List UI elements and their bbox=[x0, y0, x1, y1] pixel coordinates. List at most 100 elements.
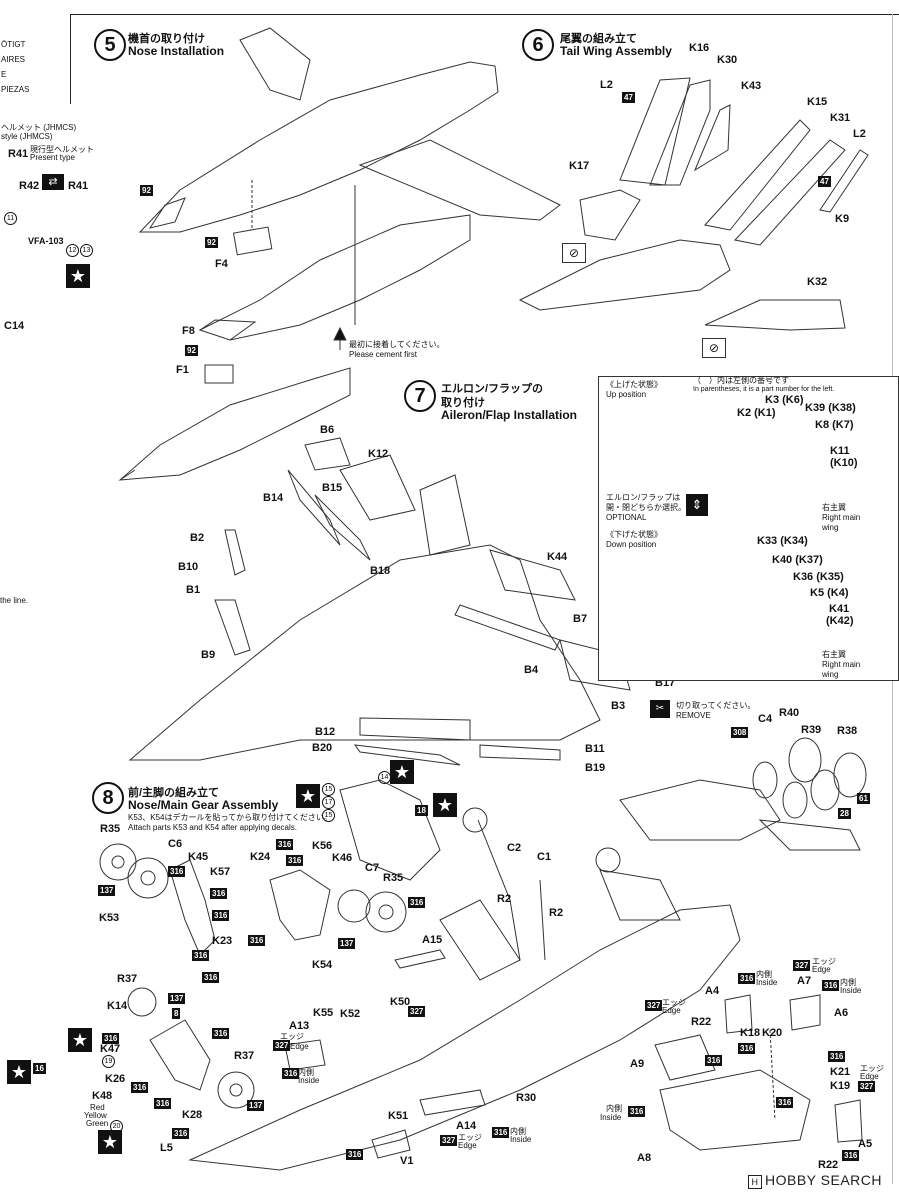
part-k55-label: K55 bbox=[313, 1007, 334, 1019]
inside-en: Inside bbox=[510, 1135, 532, 1144]
gear-k45-strut bbox=[169, 859, 216, 956]
inside-jp: 内側 bbox=[510, 1127, 526, 1136]
part-r39-label: R39 bbox=[801, 724, 822, 736]
part-k15-label: K15 bbox=[807, 96, 828, 108]
decal-15: 15 bbox=[322, 783, 335, 796]
part-316-tag: 316 bbox=[210, 888, 228, 899]
part-316-tag: 316 bbox=[282, 1068, 300, 1079]
star-icon: ★ bbox=[390, 760, 414, 784]
helmet-jhmcs-en: style (JHMCS) bbox=[1, 132, 53, 141]
part-r37-label: R37 bbox=[117, 973, 138, 985]
part-b15-label: B15 bbox=[322, 482, 343, 494]
optional-note-en: OPTIONAL bbox=[606, 513, 647, 522]
edge-jp: エッジ bbox=[860, 1064, 884, 1073]
part-316-tag: 316 bbox=[248, 935, 266, 946]
part-k12 bbox=[339, 454, 416, 521]
part-316-tag: 316 bbox=[738, 973, 756, 984]
underside-fuselage bbox=[188, 904, 741, 1171]
swap-arrow-icon: ⇄ bbox=[42, 174, 64, 190]
part-308-tag: 308 bbox=[731, 727, 749, 738]
wheel-r37-a bbox=[127, 987, 157, 1017]
page-border-left bbox=[70, 14, 71, 104]
paren-note-jp: （ ）内は左側の番号です bbox=[693, 376, 789, 385]
edge-en: Edge bbox=[290, 1042, 309, 1051]
part-a9-label: A9 bbox=[630, 1058, 645, 1070]
part-b7-label: B7 bbox=[573, 613, 588, 625]
part-316-tag: 316 bbox=[212, 910, 230, 921]
inside-en: Inside bbox=[756, 978, 778, 987]
part-316-tag: 316 bbox=[276, 839, 294, 850]
down-position-en: Down position bbox=[606, 540, 657, 549]
part-316-tag: 316 bbox=[822, 980, 840, 991]
star-icon: ★ bbox=[66, 264, 90, 288]
door-a5 bbox=[834, 1099, 863, 1143]
step-5-title-en: Nose Installation bbox=[128, 44, 225, 58]
part-b20 bbox=[353, 744, 461, 766]
inside-en: Inside bbox=[298, 1076, 320, 1085]
ghost-line: AIRES bbox=[1, 55, 26, 64]
part-a7-label: A7 bbox=[797, 975, 812, 987]
right-wing-jp: 右主翼 bbox=[822, 503, 846, 512]
part-a15-label: A15 bbox=[422, 934, 443, 946]
bay-door-a9 bbox=[654, 1034, 716, 1081]
nose-wing-left bbox=[239, 27, 311, 101]
part-b20-label: B20 bbox=[312, 742, 333, 754]
step-6-number: 6 bbox=[522, 29, 554, 61]
part-327-tag: 327 bbox=[440, 1135, 458, 1146]
door-v1 bbox=[371, 1129, 411, 1159]
exhaust-r39-a bbox=[788, 737, 822, 783]
part-k24-label: K24 bbox=[250, 851, 271, 863]
part-b15 bbox=[314, 494, 371, 561]
part-k51-label: K51 bbox=[388, 1110, 409, 1122]
edge-jp: エッジ bbox=[662, 998, 686, 1007]
part-f4 bbox=[232, 226, 273, 256]
part-c4-label: C4 bbox=[758, 713, 773, 725]
part-k31-label: K31 bbox=[830, 112, 851, 124]
star-icon: ★ bbox=[433, 793, 457, 817]
star-icon: ★ bbox=[296, 784, 320, 808]
inside-jp: 内側 bbox=[298, 1068, 314, 1077]
hobby-search-text: HOBBY SEARCH bbox=[765, 1172, 882, 1188]
step-6-title-en: Tail Wing Assembly bbox=[560, 44, 672, 58]
decal-19: 19 bbox=[102, 1055, 115, 1068]
part-r41b-label: R41 bbox=[68, 180, 89, 192]
decal-16-tag: 16 bbox=[33, 1063, 46, 1074]
part-k50-label: K50 bbox=[390, 996, 411, 1008]
edge-jp: エッジ bbox=[812, 957, 836, 966]
part-r30-label: R30 bbox=[516, 1092, 537, 1104]
part-316-tag: 316 bbox=[154, 1098, 172, 1109]
decal-12: 12 bbox=[66, 244, 79, 257]
part-r42-label: R42 bbox=[19, 180, 40, 192]
exhaust-r39-b bbox=[810, 769, 840, 811]
step-8-number: 8 bbox=[92, 782, 124, 814]
part-k30-label: K30 bbox=[717, 54, 738, 66]
part-c6-label: C6 bbox=[168, 838, 183, 850]
decal-15: 15 bbox=[322, 809, 335, 822]
part-b1-label: B1 bbox=[186, 584, 201, 596]
part-b18-label: B18 bbox=[370, 565, 391, 577]
part-r2-label: R2 bbox=[497, 893, 512, 905]
step-5-title-jp: 機首の取り付け bbox=[128, 33, 205, 45]
part-b3-label: B3 bbox=[611, 700, 626, 712]
edge-en: Edge bbox=[860, 1072, 879, 1081]
wheel-c7 bbox=[337, 889, 371, 923]
right-wing-2-jp: 右主翼 bbox=[822, 650, 846, 659]
part-316-tag: 316 bbox=[408, 897, 426, 908]
part-b2-b10 bbox=[224, 529, 246, 576]
decal-17: 17 bbox=[322, 796, 335, 809]
strut-r2 bbox=[477, 819, 521, 961]
exhaust-rear-fuselage bbox=[619, 779, 781, 841]
part-316-tag: 316 bbox=[776, 1097, 794, 1108]
part-k54-label: K54 bbox=[312, 959, 333, 971]
part-k40-k37-label: K40 (K37) bbox=[772, 554, 823, 566]
part-k12-label: K12 bbox=[368, 448, 389, 460]
part-316-tag: 316 bbox=[628, 1106, 646, 1117]
edge-en: Edge bbox=[812, 965, 831, 974]
part-327-tag: 327 bbox=[645, 1000, 663, 1011]
part-b6-label: B6 bbox=[320, 424, 335, 436]
part-k2-k1-label: K2 (K1) bbox=[737, 407, 776, 419]
optional-note-jp2: 開・閉どちらか選択。 bbox=[606, 503, 686, 512]
left-cut-text: ÖTIGT AIRES E PIEZAS bbox=[1, 40, 29, 95]
part-316-tag: 316 bbox=[286, 855, 304, 866]
part-a8-label: A8 bbox=[637, 1152, 652, 1164]
